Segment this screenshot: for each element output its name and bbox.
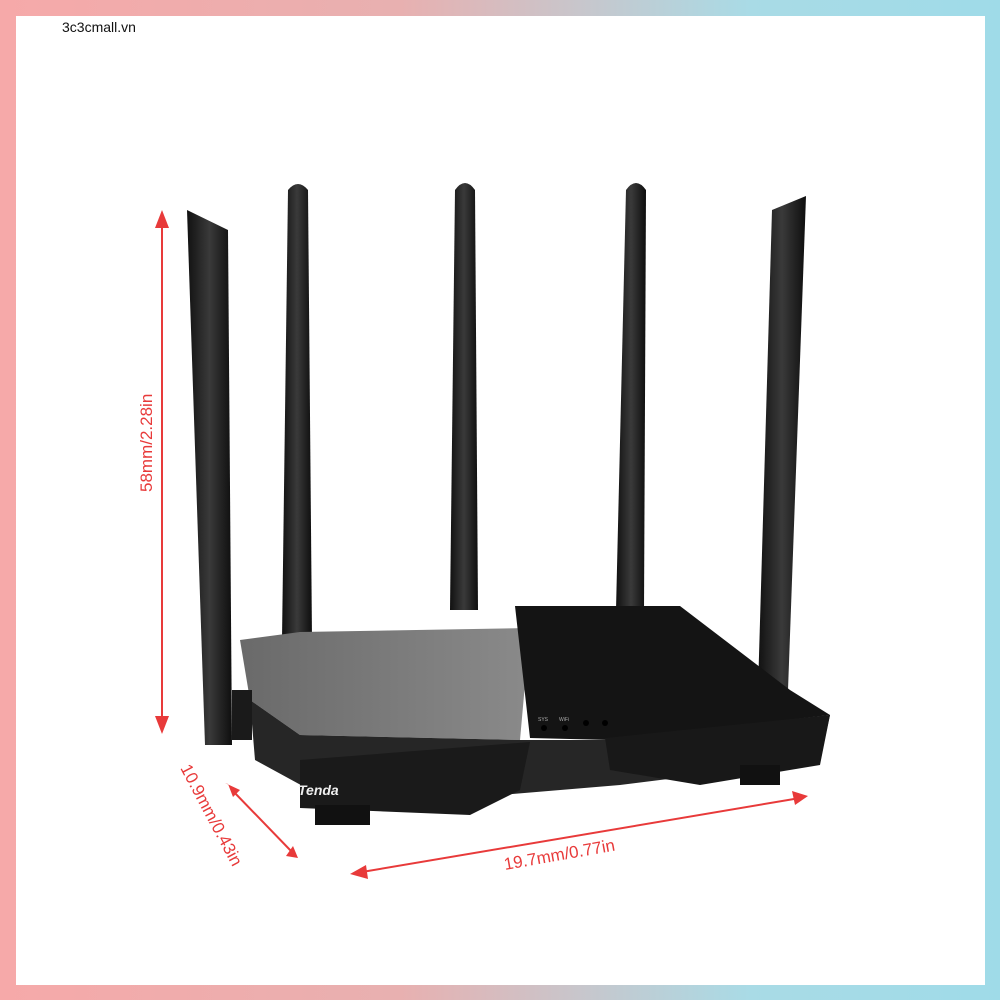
brand-logo: Tenda [298, 782, 339, 798]
led-label-wifi: WiFi [559, 717, 569, 723]
width-dimension: 19.7mm/0.77in [502, 836, 616, 874]
height-dimension: 58mm/2.28in [137, 394, 156, 492]
antenna-4 [616, 183, 646, 610]
watermark: 3c3cmall.vn [62, 19, 136, 35]
image-frame: 3c3cmall.vn SYS W [16, 16, 985, 985]
led-label-sys: SYS [538, 717, 549, 723]
antenna-2 [282, 184, 312, 640]
antenna-5 [758, 196, 806, 690]
antenna-1 [187, 210, 232, 745]
antenna-3 [450, 183, 478, 610]
dimension-annotations [155, 210, 808, 879]
product-illustration: SYS WiFi Tenda 58mm/2.28in 10.9mm/0.43in… [137, 183, 830, 879]
antennas [187, 183, 806, 745]
depth-dimension: 10.9mm/0.43in [176, 761, 246, 869]
router-body: SYS WiFi Tenda [232, 606, 830, 825]
